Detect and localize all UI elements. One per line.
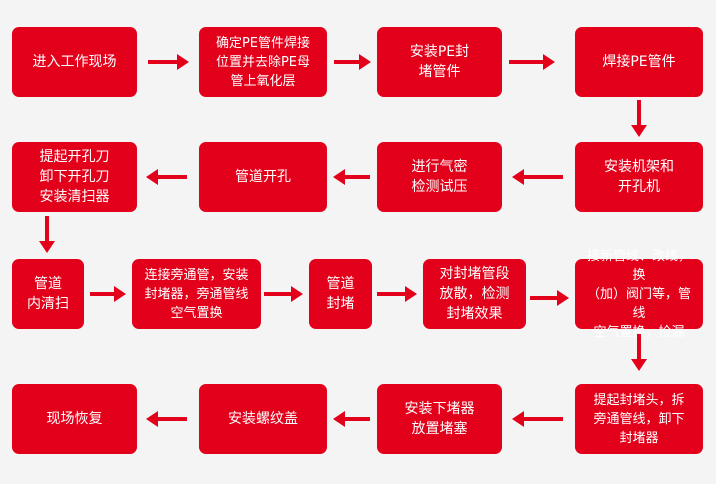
step-pipe-cleaning: 管道 内清扫 [12,259,84,329]
step-new-line: 接新管线、改线，换 （加）阀门等，管线 空气置换，捡漏 [575,249,703,340]
step-install-frame: 安装机架和 开孔机 [575,142,703,212]
step-install-thread-cap: 安装螺纹盖 [199,384,327,454]
step-install-lower-plug: 安装下堵器 放置堵塞 [377,384,502,454]
step-pipe-drilling: 管道开孔 [199,142,327,212]
step-bypass-connect: 连接旁通管，安装 封堵器，旁通管线 空气置换 [132,259,261,329]
step-site-restore: 现场恢复 [12,384,137,454]
step-pipe-plugging: 管道 封堵 [309,259,372,329]
step-vent-check: 对封堵管段 放散，检测 封堵效果 [423,259,526,329]
step-remove-cutter: 提起开孔刀 卸下开孔刀 安装清扫器 [12,142,137,212]
step-weld-fitting: 焊接PE管件 [575,27,703,97]
step-locate-weld: 确定PE管件焊接 位置并去除PE母 管上氧化层 [199,27,327,97]
step-install-plug-fitting: 安装PE封 堵管件 [377,27,502,97]
step-lift-plug-head: 提起封堵头，拆 旁通管线，卸下 封堵器 [575,384,703,454]
step-enter-site: 进入工作现场 [12,27,137,97]
step-pressure-test: 进行气密 检测试压 [377,142,502,212]
